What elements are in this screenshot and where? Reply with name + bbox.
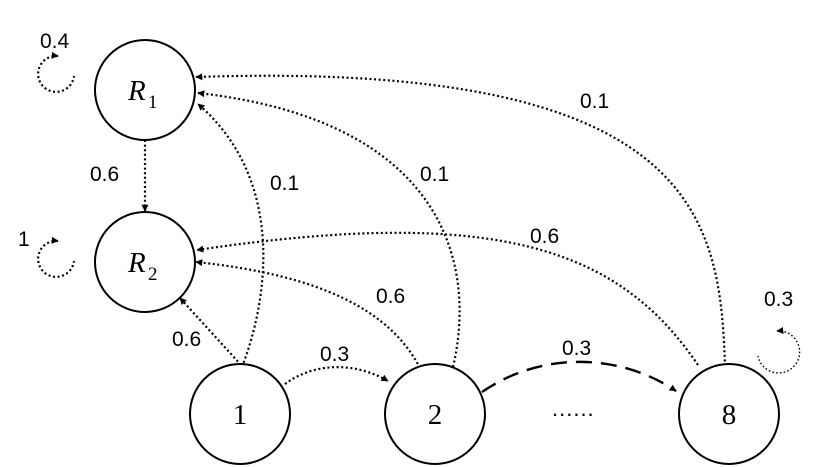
node-r1: R 1 bbox=[94, 39, 196, 141]
node-r1-letter: R bbox=[127, 75, 146, 107]
ellipsis-label: ...... bbox=[552, 396, 595, 421]
node-2-label: 2 bbox=[428, 399, 443, 431]
edge-n1-to-n2 bbox=[284, 366, 389, 385]
prob-n8-self: 0.3 bbox=[764, 288, 793, 311]
prob-n8-to-r1: 0.1 bbox=[580, 90, 609, 113]
edge-n1-to-r2 bbox=[179, 297, 242, 366]
prob-r1-self: 0.4 bbox=[40, 30, 70, 53]
node-r2-letter: R bbox=[127, 247, 146, 279]
node-r1-subscript: 1 bbox=[148, 92, 158, 113]
node-8-label: 8 bbox=[722, 399, 737, 431]
edge-n2-to-r1 bbox=[197, 90, 461, 368]
node-r2: R 2 bbox=[94, 211, 196, 313]
edge-n8-to-r2 bbox=[196, 231, 699, 366]
edge-n2-to-r2 bbox=[195, 259, 421, 369]
edge-n8-to-r1 bbox=[195, 73, 727, 367]
prob-r1-to-r2: 0.6 bbox=[90, 163, 119, 186]
edge-n1-to-r1 bbox=[197, 103, 265, 368]
node-1: 1 bbox=[189, 363, 291, 465]
prob-n1-to-r2: 0.6 bbox=[172, 328, 201, 351]
self-loop-n8 bbox=[757, 327, 801, 374]
node-r2-subscript: 2 bbox=[148, 264, 158, 285]
node-2: 2 bbox=[384, 363, 486, 465]
node-8: 8 bbox=[678, 363, 780, 465]
self-loop-r1 bbox=[37, 51, 76, 93]
self-loop-r2 bbox=[37, 236, 76, 278]
prob-n2-to-n8: 0.3 bbox=[562, 337, 591, 360]
edge-n2-to-n8 bbox=[481, 360, 677, 393]
prob-n2-to-r1: 0.1 bbox=[420, 163, 449, 186]
prob-n2-to-r2: 0.6 bbox=[376, 285, 405, 308]
prob-n1-to-r1: 0.1 bbox=[270, 172, 299, 195]
prob-n8-to-r2: 0.6 bbox=[530, 225, 559, 248]
node-1-label: 1 bbox=[233, 399, 248, 431]
prob-r2-self: 1 bbox=[18, 228, 30, 251]
prob-n1-to-n2: 0.3 bbox=[320, 343, 349, 366]
